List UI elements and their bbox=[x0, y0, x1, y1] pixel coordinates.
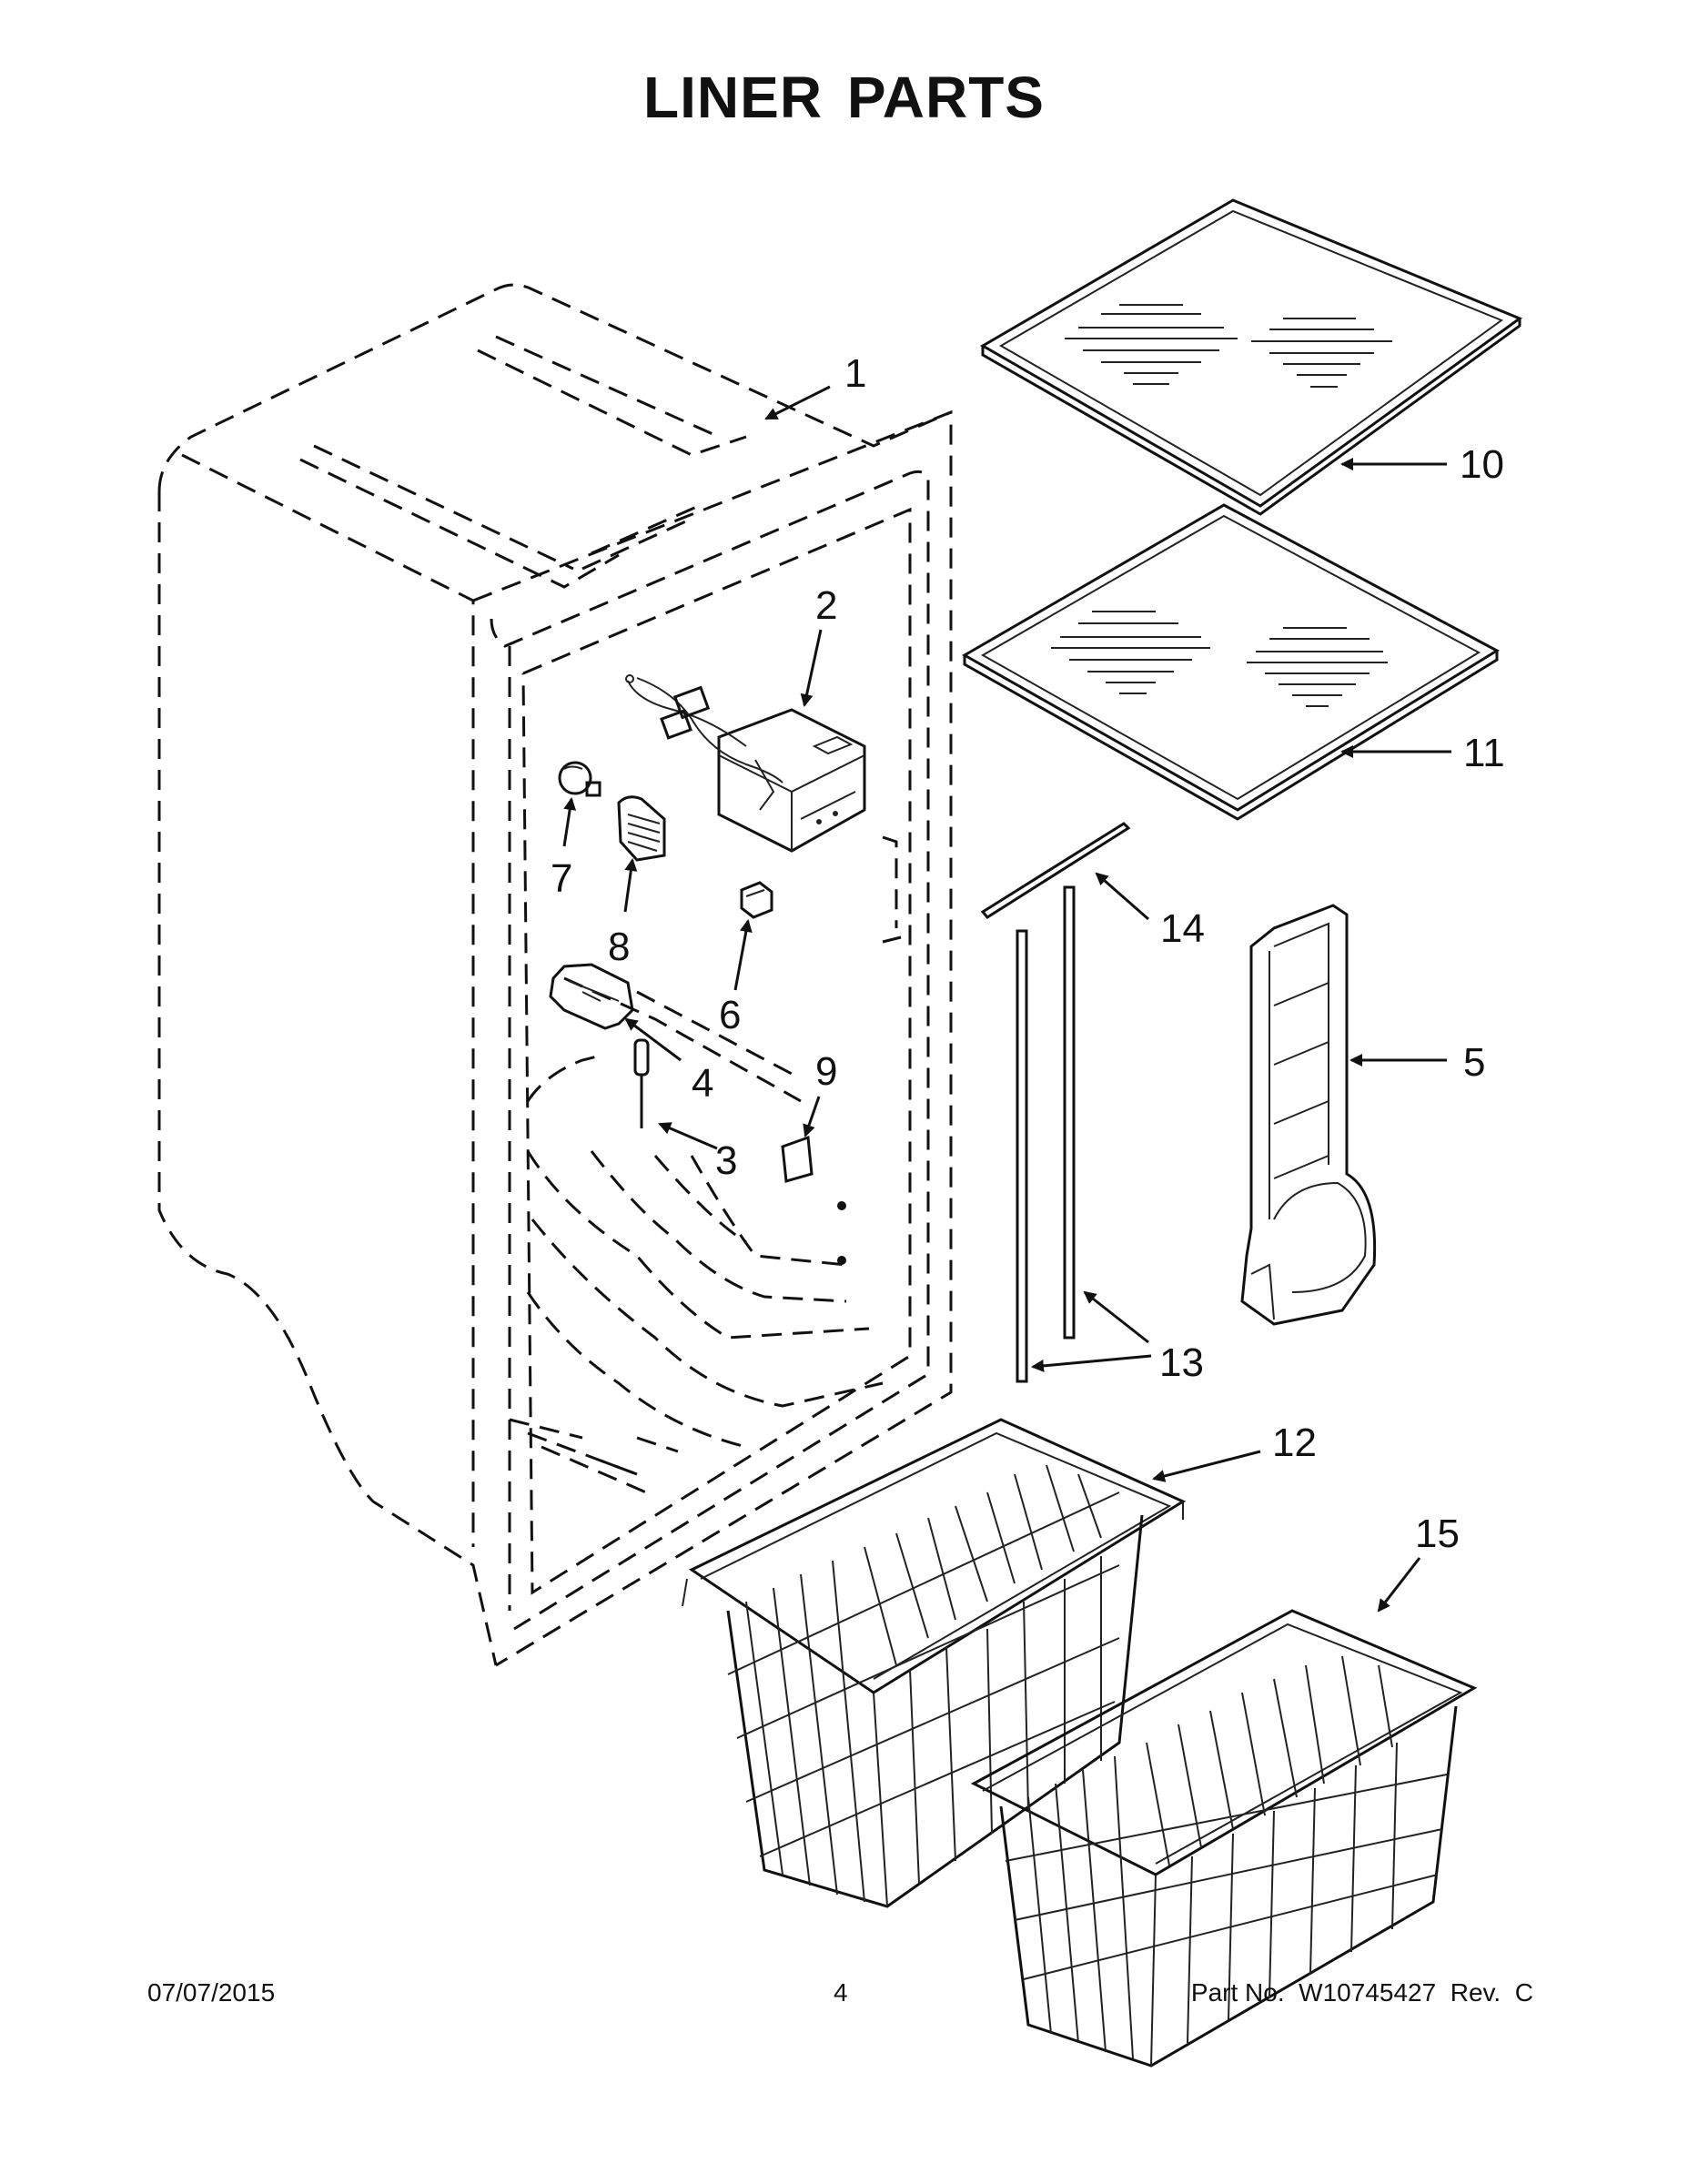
wire-basket-large bbox=[682, 1418, 1187, 1908]
callout-13: 13 bbox=[1159, 1340, 1204, 1385]
glass-shelf-upper bbox=[980, 198, 1523, 516]
callout-5: 5 bbox=[1463, 1040, 1485, 1085]
wire-basket-small bbox=[970, 1609, 1478, 2068]
callout-10: 10 bbox=[1460, 442, 1504, 487]
leader-arrows bbox=[562, 385, 1451, 1613]
light-bulb bbox=[558, 761, 601, 797]
callout-11: 11 bbox=[1463, 731, 1505, 775]
light-housing bbox=[549, 963, 634, 1030]
callout-4: 4 bbox=[692, 1061, 713, 1106]
control-box bbox=[625, 674, 866, 853]
air-duct-rack bbox=[1240, 904, 1377, 1326]
glass-shelf-lower bbox=[961, 503, 1501, 821]
small-label-part bbox=[781, 1135, 814, 1183]
page-number: 4 bbox=[834, 1978, 848, 2007]
callout-1: 1 bbox=[844, 351, 866, 396]
door-switch bbox=[740, 881, 773, 919]
part-number: Part No. W10745427 Rev. C bbox=[1190, 1978, 1533, 2007]
liner-cabinet bbox=[157, 283, 953, 1667]
callout-labels: 1 2 3 4 5 6 7 8 9 10 11 12 13 14 15 bbox=[551, 351, 1505, 1556]
callout-14: 14 bbox=[1160, 906, 1205, 951]
callout-8: 8 bbox=[608, 925, 630, 969]
callout-6: 6 bbox=[719, 993, 741, 1037]
callout-9: 9 bbox=[815, 1049, 837, 1094]
shelf-rails bbox=[980, 822, 1131, 1383]
callout-15: 15 bbox=[1415, 1512, 1460, 1556]
callout-12: 12 bbox=[1272, 1421, 1317, 1465]
page-title: LINER PARTS bbox=[643, 65, 1045, 130]
callout-2: 2 bbox=[815, 583, 837, 628]
thermistor bbox=[633, 1038, 650, 1128]
callout-3: 3 bbox=[715, 1138, 737, 1183]
light-shield bbox=[617, 795, 666, 862]
callout-7: 7 bbox=[551, 856, 572, 901]
footer-date: 07/07/2015 bbox=[147, 1978, 276, 2007]
